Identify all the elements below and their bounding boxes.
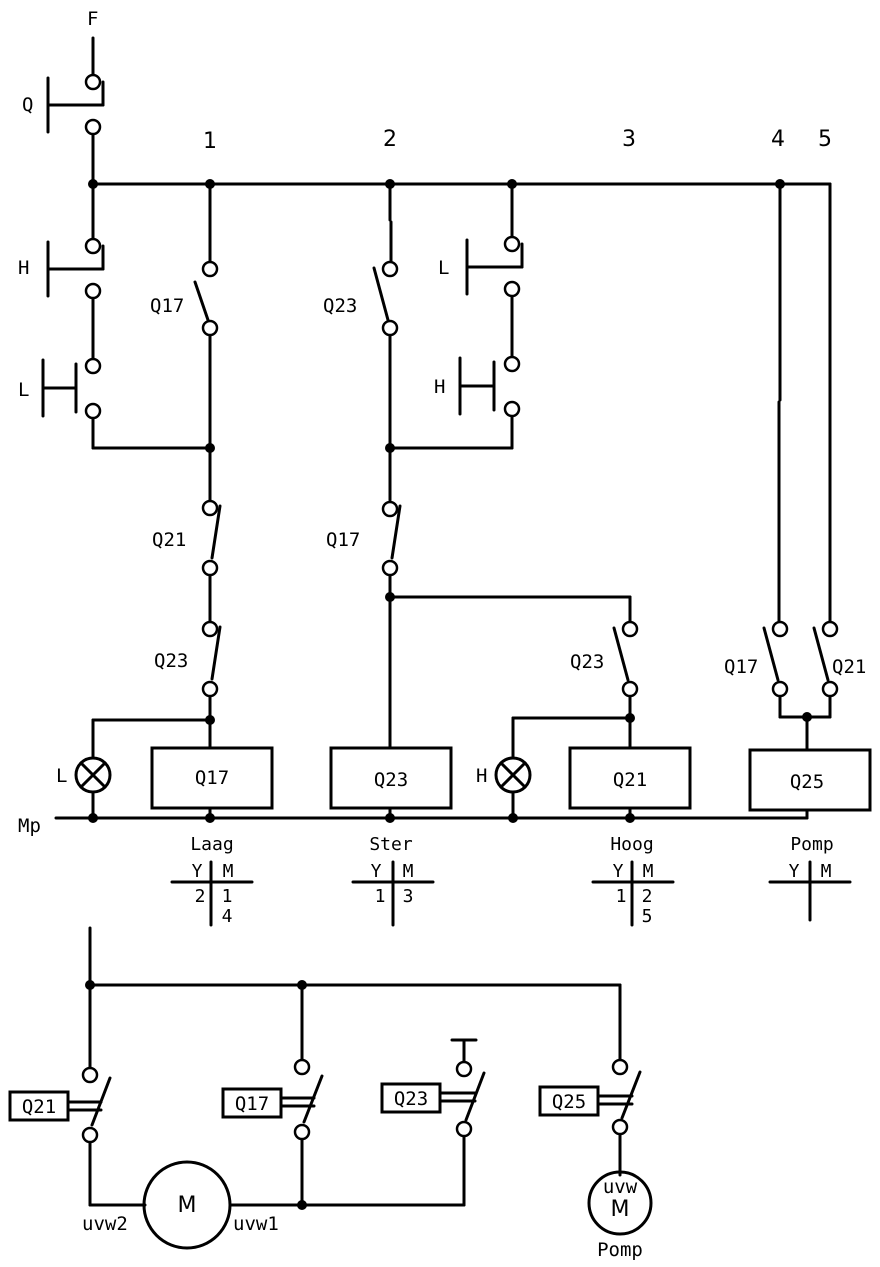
rung-number-2: 2 <box>383 127 397 152</box>
coil-q17-label: Q17 <box>195 767 229 789</box>
motor-right-terminal: uvw1 <box>233 1213 279 1235</box>
contact-q23-r1-label: Q23 <box>154 650 188 672</box>
lamp-l-label: L <box>56 765 67 787</box>
main-switch-label: Q <box>22 94 33 116</box>
table-laag-left-head: Y <box>192 861 203 882</box>
contact-q17-r2-label: Q17 <box>326 529 360 551</box>
table-hoog-right-0: 2 <box>642 886 653 907</box>
contact-q17-hold-label: Q17 <box>150 295 184 317</box>
coil-q25-label: Q25 <box>790 771 824 793</box>
pump-motor-symbol <box>587 1170 653 1236</box>
rung-number-1: 1 <box>203 129 217 154</box>
pushbutton-r3-l-label: L <box>438 257 449 279</box>
motor-symbol <box>142 1160 232 1250</box>
table-ster-right-head: M <box>403 861 414 882</box>
table-hoog-left-head: Y <box>613 861 624 882</box>
return-rail: Mp <box>18 808 809 837</box>
table-pomp-right-head: M <box>821 861 832 882</box>
table-hoog-right-1: 5 <box>642 906 653 927</box>
supply-section: F Q <box>22 8 105 186</box>
contact-q21-interlock-label: Q21 <box>152 529 186 551</box>
table-hoog-right-head: M <box>643 861 654 882</box>
contact-q23-r2-label: Q23 <box>323 295 357 317</box>
table-ster-left-0: 1 <box>375 886 386 907</box>
pushbutton-r3-h-label: H <box>434 376 445 398</box>
table-laag-left-0: 2 <box>195 886 206 907</box>
table-ster-title: Ster <box>369 834 413 855</box>
table-laag-title: Laag <box>190 834 233 855</box>
table-laag-right-1: 4 <box>222 906 233 927</box>
table-hoog-title: Hoog <box>610 834 653 855</box>
rung-3: L H Q23 H Q21 <box>388 182 692 820</box>
pump-label: Pomp <box>597 1239 643 1261</box>
rung-number-3: 3 <box>622 127 636 152</box>
power-circuit: Q21 Q17 Q23 Q25 <box>8 926 653 1261</box>
contact-q17-r4-label: Q17 <box>724 656 758 678</box>
table-pomp-left-head: Y <box>789 861 800 882</box>
rung-number-4: 4 <box>771 127 785 152</box>
table-laag: Laag Y M 2 1 4 <box>170 834 254 927</box>
supply-label: F <box>87 8 98 30</box>
pushbutton-h-label: H <box>18 257 29 279</box>
rung-2: Q23 Q17 Q23 <box>323 182 514 820</box>
power-q25-label: Q25 <box>552 1091 586 1113</box>
table-ster-left-head: Y <box>371 861 382 882</box>
contact-q23-r3-label: Q23 <box>570 651 604 673</box>
pump-motor-label: M <box>611 1197 630 1222</box>
coil-q21-label: Q21 <box>613 769 647 791</box>
power-q17-label: Q17 <box>235 1093 269 1115</box>
lamp-h-label: H <box>476 765 487 787</box>
table-hoog: Hoog Y M 1 2 5 <box>591 834 675 927</box>
return-rail-label: Mp <box>18 815 41 837</box>
motor-left-terminal: uvw2 <box>82 1213 128 1235</box>
rung-1: H L Q17 Q21 Q23 <box>18 182 274 820</box>
motor-label: M <box>178 1193 197 1218</box>
power-q23-label: Q23 <box>394 1088 428 1110</box>
table-laag-right-0: 1 <box>222 886 233 907</box>
pushbutton-l-label: L <box>18 379 29 401</box>
table-pomp: Pomp Y M <box>768 834 852 922</box>
contact-q21-r5-label: Q21 <box>832 656 866 678</box>
table-hoog-left-0: 1 <box>616 886 627 907</box>
table-laag-right-head: M <box>223 861 234 882</box>
rung-4-5: Q17 Q21 Q25 <box>724 182 872 812</box>
pump-terminal-label: uvw <box>603 1176 638 1198</box>
coil-q23-label: Q23 <box>374 769 408 791</box>
power-q21-label: Q21 <box>22 1096 56 1118</box>
table-pomp-title: Pomp <box>790 834 833 855</box>
rung-number-5: 5 <box>818 127 832 152</box>
table-ster-right-0: 3 <box>403 886 414 907</box>
table-ster: Ster Y M 1 3 <box>351 834 435 927</box>
